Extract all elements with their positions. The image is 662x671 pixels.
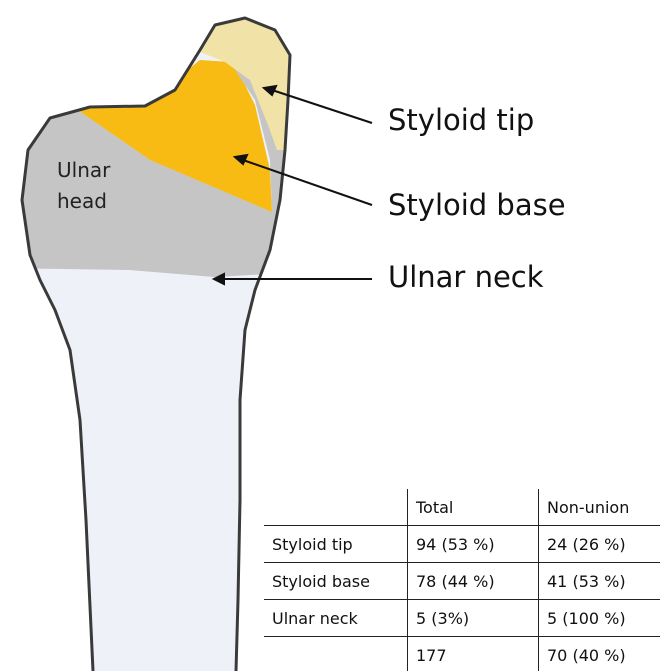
callout-styloid-base: Styloid base bbox=[388, 191, 566, 220]
table-row: Styloid base 78 (44 %) 41 (53 %) bbox=[264, 563, 660, 600]
table-header-cell: Total bbox=[408, 489, 539, 526]
callout-ulnar-neck: Ulnar neck bbox=[388, 263, 544, 292]
table-cell bbox=[264, 637, 408, 671]
table-row: Ulnar neck 5 (3%) 5 (100 %) bbox=[264, 600, 660, 637]
table-total-row: 177 70 (40 %) bbox=[264, 637, 660, 671]
callout-styloid-tip: Styloid tip bbox=[388, 106, 534, 135]
table-cell: Styloid base bbox=[264, 563, 408, 600]
table-cell: 5 (3%) bbox=[408, 600, 539, 637]
table-cell: 70 (40 %) bbox=[539, 637, 661, 671]
table-row: Styloid tip 94 (53 %) 24 (26 %) bbox=[264, 526, 660, 563]
table-header-row: Total Non-union bbox=[264, 489, 660, 526]
table-cell: 94 (53 %) bbox=[408, 526, 539, 563]
table-cell: 5 (100 %) bbox=[539, 600, 661, 637]
table-cell: 78 (44 %) bbox=[408, 563, 539, 600]
table-cell: 41 (53 %) bbox=[539, 563, 661, 600]
table-header-cell: Non-union bbox=[539, 489, 661, 526]
ulnar-head-label-line-2: head bbox=[57, 186, 110, 217]
table-cell: 177 bbox=[408, 637, 539, 671]
table-cell: 24 (26 %) bbox=[539, 526, 661, 563]
ulnar-head-label: Ulnar head bbox=[57, 155, 110, 217]
fracture-statistics-table: Total Non-union Styloid tip 94 (53 %) 24… bbox=[264, 489, 660, 671]
table-cell: Ulnar neck bbox=[264, 600, 408, 637]
ulnar-head-label-line-1: Ulnar bbox=[57, 155, 110, 186]
table-header-cell bbox=[264, 489, 408, 526]
table-cell: Styloid tip bbox=[264, 526, 408, 563]
